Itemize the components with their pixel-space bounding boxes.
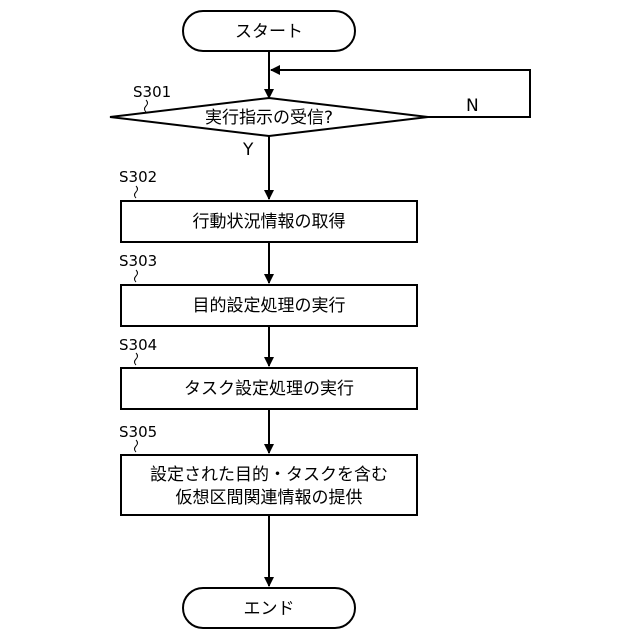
step-marker-s302 bbox=[135, 186, 138, 198]
start-label: スタート bbox=[235, 22, 303, 42]
process-s302-text: 行動状況情報の取得 bbox=[193, 212, 346, 232]
step-label-s304: S304 bbox=[119, 336, 157, 354]
step-marker-s301 bbox=[145, 100, 148, 112]
step-label-s302: S302 bbox=[119, 168, 157, 186]
step-label-s303: S303 bbox=[119, 252, 157, 270]
step-label-s305: S305 bbox=[119, 423, 157, 441]
process-s305-text-line1: 設定された目的・タスクを含む bbox=[150, 465, 388, 485]
process-s305-text-line2: 仮想区間関連情報の提供 bbox=[176, 488, 363, 508]
decision-label: 実行指示の受信? bbox=[205, 108, 333, 128]
step-marker-s304 bbox=[135, 353, 138, 365]
process-s304-text: タスク設定処理の実行 bbox=[184, 379, 354, 399]
yes-label: Y bbox=[242, 140, 254, 160]
no-label: N bbox=[466, 96, 479, 116]
step-label-s301: S301 bbox=[133, 83, 171, 101]
step-marker-s305 bbox=[135, 440, 138, 452]
step-marker-s303 bbox=[135, 270, 138, 282]
end-label: エンド bbox=[244, 599, 295, 619]
process-s303-text: 目的設定処理の実行 bbox=[193, 296, 346, 316]
